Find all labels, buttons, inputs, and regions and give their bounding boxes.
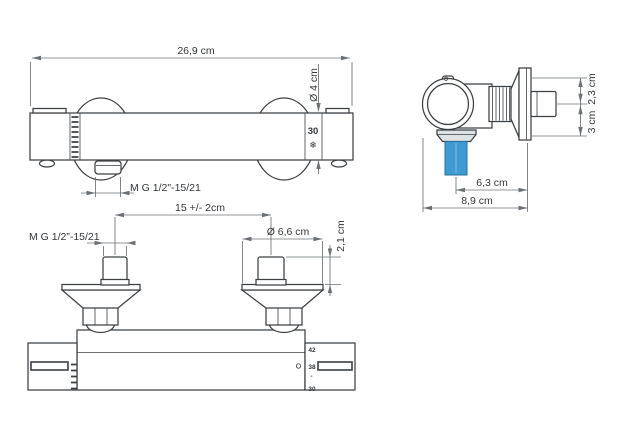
overall-width-label: 26,9 cm	[177, 45, 215, 57]
knob-button-pin	[443, 76, 449, 81]
overall-depth-label: 8,9 cm	[461, 195, 493, 207]
right-hex-facets	[277, 308, 291, 325]
side-view: 2,3 cm 3 cm 6,3 cm 8,9 cm	[421, 67, 598, 212]
right-handle-tab	[325, 107, 350, 114]
right-hex-nut	[265, 306, 303, 326]
arrow-left-icon	[242, 236, 252, 242]
left-hex-facets	[94, 308, 108, 325]
arrow-right-icon	[341, 55, 350, 61]
arrow-right-icon	[313, 236, 323, 242]
right-flange-cone	[240, 289, 325, 309]
right-handle-grip	[317, 361, 353, 371]
right-inlet-nipple	[257, 256, 285, 282]
left-foot	[38, 159, 56, 168]
left-flange-cone	[60, 289, 142, 309]
thread-lines	[492, 87, 510, 121]
frost-protection-icon: ❄	[309, 140, 317, 150]
arrow-down-icon	[578, 93, 583, 103]
mixer-bar-top	[76, 329, 306, 391]
arrow-left-icon	[115, 212, 124, 218]
shower-outlet-thread-label: M G 1/2"-15/21	[130, 182, 201, 194]
flange-cone	[510, 70, 520, 138]
scale-mark-42: 42	[308, 347, 316, 354]
arrow-up-icon	[578, 105, 583, 115]
left-hex-nut	[82, 306, 119, 326]
flow-scale-ticks	[71, 116, 79, 158]
right-foot	[330, 159, 348, 168]
wall-nipple	[530, 90, 557, 118]
arrow-left-icon	[32, 55, 41, 61]
arrow-left-icon	[456, 187, 465, 193]
front-view: 30 ❄ 26,9 cm Ø 4 cm M G 1/2"-15/21	[29, 45, 354, 197]
flange-diameter-label: Ø 6,6 cm	[267, 226, 310, 238]
wall-plate	[518, 67, 532, 141]
scale-mark-38: 38	[308, 364, 316, 371]
left-handle-tab	[32, 107, 67, 114]
control-knob-inner	[426, 82, 470, 126]
side-ext-lines	[532, 77, 587, 137]
arrow-left-icon	[126, 240, 136, 246]
arrow-right-icon	[518, 205, 528, 211]
center-distance-label: 15 +/- 2cm	[175, 202, 225, 214]
mixer-bar	[29, 112, 354, 161]
arrow-up-icon	[316, 160, 321, 169]
nipple-height-label: 2,1 cm	[335, 220, 347, 252]
bar-section-lines	[69, 113, 323, 160]
shower-outlet	[94, 160, 122, 175]
arrow-right-icon	[94, 240, 104, 246]
left-handle-grip	[30, 361, 69, 371]
center-distance-ext-lines	[114, 217, 272, 255]
bar-diameter-label: Ø 4 cm	[308, 68, 320, 102]
scale-mark-30: 30	[308, 386, 316, 393]
nipple-bottom-dim-label: 3 cm	[586, 110, 598, 133]
nipple-height-ext-lines	[286, 256, 341, 285]
depth-ext-lines	[422, 138, 528, 212]
top-view: 42 38 - 30 15 +/- 2cm M G 1/2”-15/21 Ø 6…	[27, 202, 356, 393]
arrow-down-icon	[578, 127, 583, 136]
arrow-left-icon	[423, 205, 432, 211]
temp-indicator-dot	[295, 363, 302, 369]
flow-scale-ticks	[71, 363, 77, 390]
arrow-right-icon	[86, 190, 96, 196]
arrow-up-icon	[327, 284, 333, 293]
inlet-thread-ext-lines	[103, 246, 127, 256]
arrow-down-icon	[316, 103, 321, 112]
scale-mark-dash: -	[310, 373, 312, 380]
arrow-right-icon	[262, 212, 271, 218]
left-nipple-collar	[100, 278, 130, 286]
arrow-right-icon	[518, 187, 528, 193]
outlet-ext-lines	[95, 177, 121, 197]
inlet-thread-label: M G 1/2”-15/21	[29, 231, 100, 243]
arrow-left-icon	[120, 190, 130, 196]
flange-diameter-ext-lines	[242, 241, 323, 284]
arrow-down-icon	[327, 248, 333, 257]
right-nipple-collar	[255, 278, 287, 286]
control-knob	[421, 77, 475, 131]
arrow-up-icon	[578, 78, 583, 87]
nipple-top-dim-label: 2,3 cm	[586, 73, 598, 105]
depth-to-outlet-label: 6,3 cm	[476, 177, 508, 189]
min-temp-mark: 30	[308, 126, 319, 137]
left-inlet-nipple	[102, 256, 128, 282]
width-ext-lines	[30, 62, 353, 106]
outlet-nut	[436, 129, 477, 143]
